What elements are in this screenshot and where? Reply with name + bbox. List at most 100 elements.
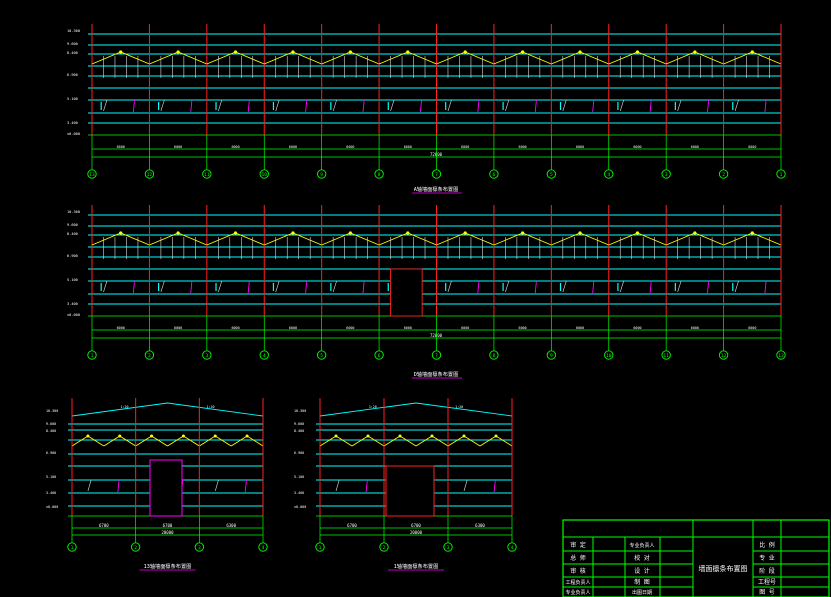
brace-line [190, 99, 193, 113]
brace-line [132, 99, 135, 113]
axis-label: 10 [606, 353, 612, 359]
truss-node [693, 50, 697, 54]
bay-dimension-label: 6000 [748, 326, 756, 330]
elevation-label: 3.400 [46, 491, 56, 495]
bay-dimension-label: 6000 [748, 145, 756, 149]
brace-line [332, 99, 337, 112]
brace-line [592, 99, 595, 113]
brace-line [362, 99, 365, 113]
axis-label: 2 [148, 353, 151, 359]
brace-line [534, 280, 537, 294]
brace-line [332, 280, 337, 293]
tb-right-label-3: 工程号 [758, 578, 776, 586]
axis-bubble [259, 350, 269, 360]
axis-label: 10 [261, 172, 267, 178]
brace-line [764, 99, 767, 113]
tb-mid-label-1: 校 对 [634, 554, 650, 562]
tb-right-label-2: 阶 段 [759, 567, 775, 575]
axis-label: 9 [320, 172, 323, 178]
brace-line [649, 280, 652, 294]
elevation-label: 6.900 [294, 451, 304, 455]
elevation-label: 10.300 [46, 409, 58, 413]
elevation-label: 10.300 [67, 29, 80, 33]
bay-dimension-label: 6000 [404, 326, 412, 330]
truss-node [213, 434, 217, 438]
truss-node [693, 231, 697, 235]
truss-node [348, 231, 352, 235]
elevation-label: ±0.000 [294, 505, 306, 509]
truss-node [635, 231, 640, 235]
elevation-label: 6.900 [46, 451, 56, 455]
gable-outline [319, 402, 513, 417]
brace-line [305, 280, 308, 294]
brace-line [390, 99, 395, 112]
elevation-label: 6.900 [67, 73, 78, 77]
truss-node [348, 50, 352, 54]
brace-line [305, 99, 308, 113]
brace-line [244, 479, 247, 493]
elevation-label: 9.600 [67, 42, 78, 46]
bay-dimension-label: 6000 [404, 145, 412, 149]
truss-node [463, 231, 467, 235]
elevation-label: 9.600 [294, 422, 304, 426]
axis-bubble [507, 542, 517, 552]
axis-label: 7 [435, 172, 438, 178]
brace-line [218, 99, 223, 112]
axis-bubble [443, 542, 453, 552]
axis-label: 5 [550, 172, 553, 178]
brace-line [562, 280, 567, 293]
roof-slope-label: 1:20 [121, 405, 129, 409]
axis-label: 9 [550, 353, 553, 359]
truss-node [176, 231, 180, 235]
brace-line [190, 280, 193, 294]
elevation-label: 9.600 [46, 422, 56, 426]
truss-node [118, 434, 122, 438]
axis-bubble [604, 169, 614, 179]
truss-node [176, 50, 180, 54]
door-opening [149, 459, 183, 517]
truss-node [463, 50, 467, 54]
axis-label: 4 [263, 353, 266, 359]
axis-bubble [87, 350, 97, 360]
brace-line [362, 280, 365, 294]
truss-node [430, 434, 434, 438]
elevation-label: 8.400 [46, 429, 56, 433]
elevation-label: ±0.000 [67, 132, 80, 136]
brace-line [275, 99, 280, 112]
bay-dimension-label: 6000 [289, 326, 297, 330]
bay-dimension-label: 6000 [231, 145, 239, 149]
brace-line [707, 99, 710, 113]
axis-bubble [67, 542, 77, 552]
truss-node [181, 434, 185, 438]
bay-dimension-label: 6000 [461, 145, 469, 149]
axis-bubble [489, 169, 499, 179]
brace-line [649, 99, 652, 113]
brace-line [707, 280, 710, 294]
axis-label: 1 [91, 353, 94, 359]
truss-node [578, 231, 582, 235]
axis-label: 4 [511, 545, 514, 551]
axis-label: 6 [493, 172, 496, 178]
brace-line [365, 479, 368, 493]
truss-node [462, 434, 466, 438]
axis-bubble [87, 169, 97, 179]
brace-line [477, 99, 480, 113]
brace-line [103, 99, 108, 112]
tb-mid-label-4: 出图日期 [632, 589, 652, 596]
brace-line [419, 99, 423, 113]
axis-label: 5 [320, 353, 323, 359]
axis-bubble [718, 350, 729, 360]
axis-label: 3 [198, 545, 201, 551]
door-opening [385, 465, 435, 517]
elevation-label: ±0.000 [46, 505, 58, 509]
truss-node [366, 434, 370, 438]
tb-left-label-1: 总 师 [570, 554, 586, 562]
truss-node [291, 231, 295, 235]
view-caption-e1: 1轴墙面檩条布置图 [394, 562, 439, 570]
bay-dimension-label: 6700 [99, 523, 109, 528]
brace-line [247, 99, 250, 113]
bay-dimension-label: 6000 [289, 145, 297, 149]
truss-node [233, 231, 238, 235]
brace-line [619, 99, 624, 112]
